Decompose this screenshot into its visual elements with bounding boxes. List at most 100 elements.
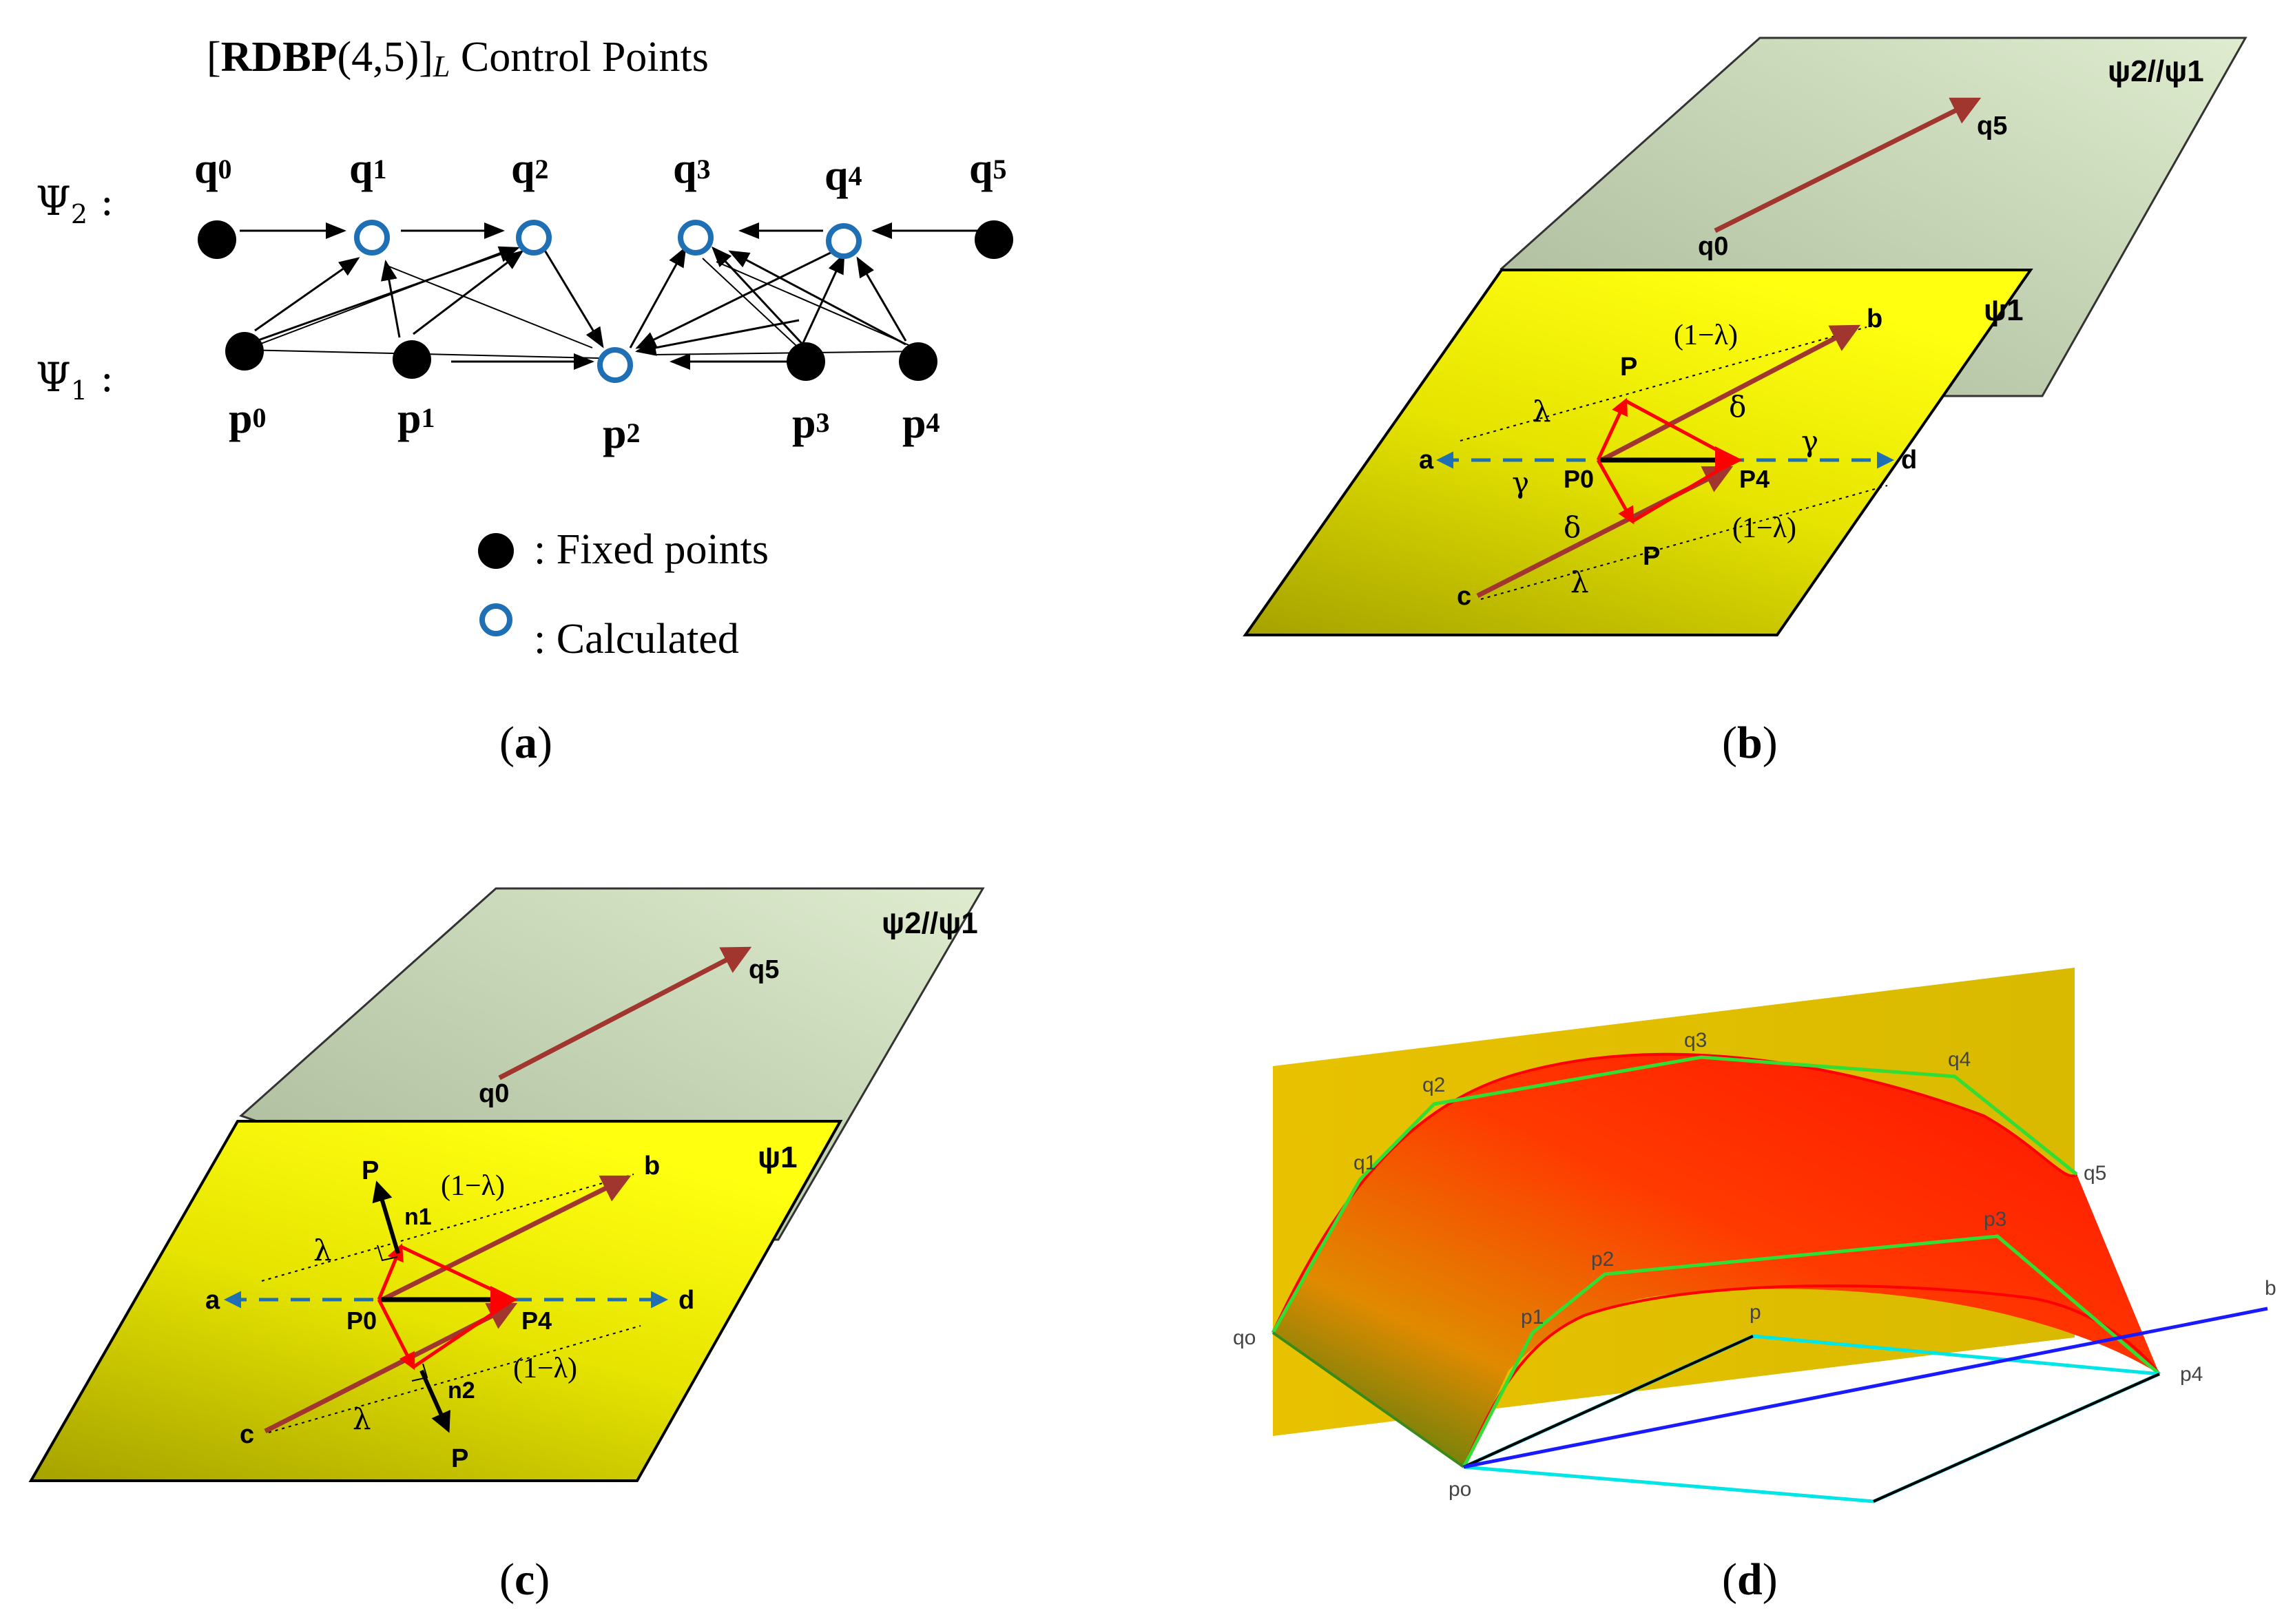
p4-fixed-point bbox=[899, 342, 937, 381]
P0-label-b: P0 bbox=[1564, 465, 1594, 493]
q0-fixed-point bbox=[198, 220, 236, 259]
lambda-top-b: λ bbox=[1533, 395, 1551, 428]
q0-q5-arrow-c bbox=[498, 946, 752, 1081]
P4-label-b: P4 bbox=[1739, 465, 1770, 493]
q5-label-c: q5 bbox=[749, 955, 779, 984]
legend-a: : Fixed points : Calculated bbox=[478, 526, 769, 663]
p0-b-arrow bbox=[1600, 324, 1861, 463]
po-p-black bbox=[1463, 1335, 1754, 1468]
q3-label-d: q3 bbox=[1684, 1029, 1707, 1052]
legend-calculated-marker bbox=[479, 603, 512, 636]
q2-label: q2 bbox=[511, 145, 548, 192]
po-label-d: po bbox=[1449, 1478, 1471, 1501]
P0-label-c: P0 bbox=[346, 1307, 377, 1335]
q5-label-d: q5 bbox=[2084, 1162, 2106, 1185]
bezier-surface bbox=[1273, 1054, 2159, 1467]
q0-label: q0 bbox=[194, 145, 231, 192]
plane-psi1-label-c: ψ1 bbox=[758, 1141, 798, 1174]
p1-label-d: p1 bbox=[1521, 1306, 1544, 1329]
one-minus-lambda-top-b: (1−λ) bbox=[1674, 320, 1738, 351]
p2-label-d: p2 bbox=[1591, 1248, 1614, 1271]
gamma-right-b: γ bbox=[1801, 424, 1818, 458]
one-minus-lambda-top-c: (1−λ) bbox=[441, 1170, 505, 1202]
c-label-c: c bbox=[240, 1420, 254, 1449]
q4-calculated-point bbox=[826, 223, 862, 259]
panel-b: ψ2//ψ1 q5 q0 ψ1 a b c d P P P0 P4 bbox=[1243, 37, 2248, 768]
q5-fixed-point bbox=[975, 220, 1013, 259]
legend-fixed-marker bbox=[478, 533, 514, 569]
psi1-row-label: Ψ1 : bbox=[36, 354, 114, 406]
arrows-a bbox=[240, 222, 978, 370]
caption-a: (a) bbox=[499, 718, 552, 768]
q2-calculated-point bbox=[516, 220, 552, 256]
panel-d: qo q1 q2 q3 q4 q5 po p1 p2 p3 p4 p b (d) bbox=[1233, 968, 2276, 1605]
p4-arrowhead bbox=[1715, 446, 1743, 474]
one-minus-lambda-bottom-c: (1−λ) bbox=[513, 1353, 577, 1384]
dotted-line-top bbox=[1460, 326, 1867, 441]
p0-b-arrow-c bbox=[381, 1175, 632, 1302]
P4-label-c: P4 bbox=[521, 1307, 552, 1335]
n2-normal-arrow bbox=[419, 1369, 450, 1433]
n1-label: n1 bbox=[404, 1204, 432, 1230]
legend-calculated-text: : Calculated bbox=[534, 616, 739, 663]
caption-b: (b) bbox=[1722, 718, 1778, 768]
qo-label-d: qo bbox=[1233, 1326, 1256, 1349]
q1-calculated-point bbox=[354, 220, 390, 256]
p3-label: p3 bbox=[792, 400, 829, 447]
lambda-top-c: λ bbox=[313, 1233, 332, 1267]
caption-d: (d) bbox=[1722, 1554, 1778, 1605]
p3-label-d: p3 bbox=[1984, 1208, 2006, 1231]
p4-label: p4 bbox=[902, 400, 940, 447]
p2-calculated-point bbox=[597, 347, 633, 383]
right-angle-n2 bbox=[411, 1363, 428, 1382]
plane-psi1-label: ψ1 bbox=[1984, 293, 2024, 327]
b-label-b: b bbox=[1867, 304, 1882, 333]
q4-label: q4 bbox=[824, 152, 862, 199]
b-label-c: b bbox=[644, 1152, 660, 1180]
delta-bottom-b: δ bbox=[1564, 510, 1581, 544]
p0-label: p0 bbox=[229, 395, 266, 442]
d-label-c: d bbox=[678, 1286, 694, 1315]
dotted-line-top-c bbox=[261, 1174, 634, 1282]
panel-a-title: [RDBP(4,5)]L Control Points bbox=[207, 34, 709, 83]
q0-label-b: q0 bbox=[1698, 232, 1728, 261]
po-b-blue-line bbox=[1463, 1307, 2268, 1469]
q-labels: q0 q1 q2 q3 q4 q5 bbox=[194, 145, 1006, 199]
panel-a: [RDBP(4,5)]L Control Points Ψ2 : Ψ1 : q0… bbox=[36, 34, 1013, 768]
b-label-d: b bbox=[2265, 1277, 2276, 1300]
caption-c: (c) bbox=[499, 1554, 550, 1605]
n1-normal-arrow bbox=[372, 1180, 400, 1254]
one-minus-lambda-bottom-b: (1−λ) bbox=[1732, 512, 1796, 544]
points-a bbox=[198, 220, 1013, 383]
p0-fixed-point bbox=[225, 332, 264, 371]
delta-top-b: δ bbox=[1729, 390, 1746, 424]
top-boundary-curve bbox=[1272, 1052, 2078, 1333]
q0-q5-arrow bbox=[1714, 97, 1982, 233]
qo-po-edge bbox=[1272, 1331, 1465, 1468]
legend-fixed-text: : Fixed points bbox=[534, 526, 769, 573]
base-black bbox=[1873, 1373, 2160, 1503]
n2-label: n2 bbox=[448, 1377, 475, 1404]
plane-psi2-label-c: ψ2//ψ1 bbox=[882, 906, 978, 940]
gamma-left-b: γ bbox=[1512, 466, 1529, 499]
psi2-row-label: Ψ2 : bbox=[36, 178, 114, 229]
p1-fixed-point bbox=[393, 340, 431, 379]
dotted-line-bottom-c bbox=[268, 1325, 641, 1433]
P-top-label-c: P bbox=[362, 1156, 379, 1185]
q3-label: q3 bbox=[673, 145, 710, 192]
q5-label-b: q5 bbox=[1977, 112, 2007, 140]
P-bottom-label-c: P bbox=[451, 1444, 468, 1473]
q5-label: q5 bbox=[969, 145, 1006, 192]
lambda-bottom-c: λ bbox=[353, 1402, 371, 1436]
d-label-b: d bbox=[1901, 446, 1917, 475]
right-angle-n1 bbox=[377, 1245, 398, 1262]
c-label-b: c bbox=[1457, 582, 1471, 611]
plane-psi2-label: ψ2//ψ1 bbox=[2108, 54, 2204, 88]
p-labels: p0 p1 p2 p3 p4 bbox=[229, 395, 940, 457]
p4-arrowhead-c bbox=[490, 1286, 518, 1313]
p1-label: p1 bbox=[397, 395, 435, 442]
p2-label: p2 bbox=[603, 410, 640, 457]
P-bottom-label-b: P bbox=[1643, 542, 1660, 571]
a-label-b: a bbox=[1419, 446, 1434, 475]
